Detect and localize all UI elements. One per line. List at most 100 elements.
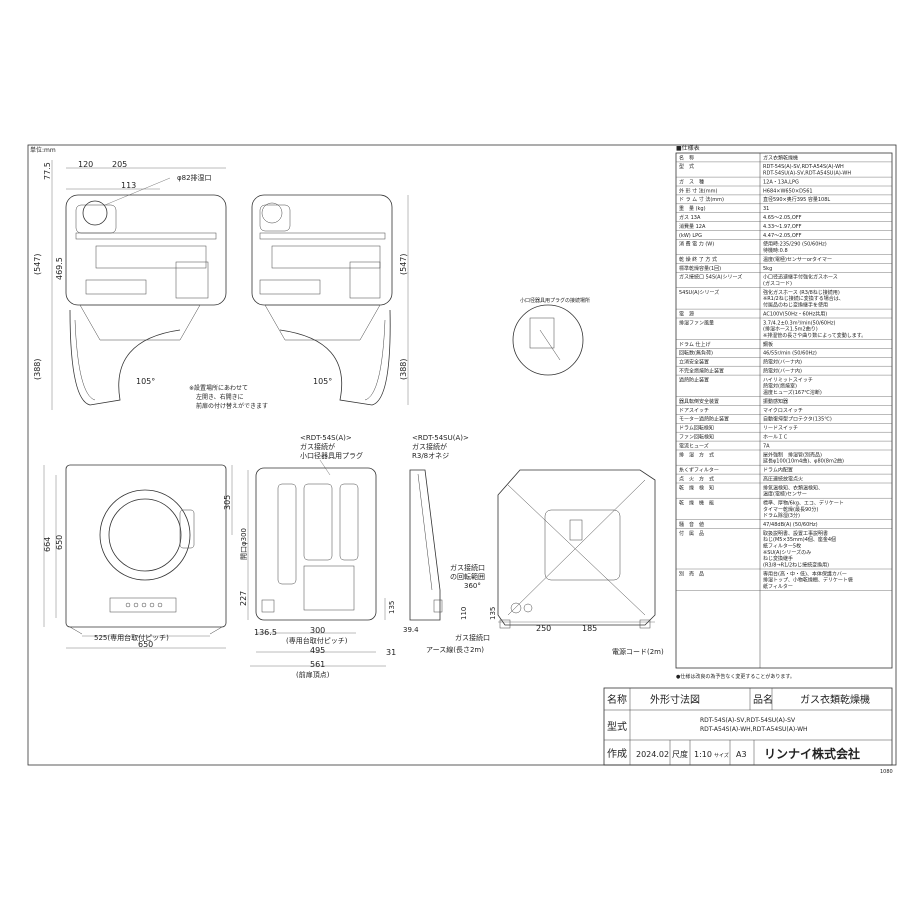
dim-opening: 開口φ300	[240, 528, 248, 560]
drawing-code: 1080	[880, 769, 893, 775]
spec-row-value: 鋼板	[763, 341, 773, 348]
dim-39-4: 39.4	[403, 626, 419, 634]
title-block: 名称 外形寸法図 品名 ガス衣類乾燥機 型式 RDT-54S(A)-SV,RDT…	[603, 687, 893, 775]
spec-row-label: 糸くずフィルター	[679, 467, 719, 474]
control-panel	[109, 597, 177, 613]
spec-row-value: (R3/8→R1/2ねじ接続変換用)	[763, 561, 829, 568]
spec-row-label: (kW) LPG	[679, 233, 702, 239]
dim-135-back: 135	[489, 607, 497, 620]
back-diagonal-1	[507, 484, 646, 616]
spec-row-value: 熱電対(燃焼室)	[763, 383, 797, 390]
dim-525: 525(専用台取付ピッチ)	[94, 633, 169, 642]
dim-469-5: 469.5	[55, 257, 64, 280]
control-button[interactable]	[125, 602, 131, 608]
front-top-base	[79, 304, 201, 341]
label-power-cord: 電源コード(2m)	[612, 647, 664, 656]
title-scale-label: 尺度	[672, 749, 688, 759]
front-top-door-inner	[74, 319, 96, 401]
spec-row-label: ガス接続口 54S(A)シリーズ	[679, 274, 742, 281]
control-button[interactable]	[141, 602, 147, 608]
door-angle-right: 105°	[313, 377, 332, 386]
spec-row-label: 排 湿 方 式	[679, 451, 714, 458]
plug-inset: 小口径器具用プラグの接続場所	[512, 297, 590, 376]
spec-row-label: 電 源	[679, 310, 694, 317]
spec-row-label: 外 形 寸 法(mm)	[679, 187, 717, 194]
side-top-circle	[261, 202, 283, 224]
label-54su-3: R3/8オネジ	[412, 452, 449, 460]
inset-plug	[529, 317, 555, 349]
dim-250: 250	[536, 624, 551, 633]
spec-row-label: 器具転倒安全装置	[679, 398, 719, 405]
back-diagonal-2	[507, 479, 646, 616]
spec-row-value: 振動感知器	[763, 398, 788, 405]
spec-row-value: ガス衣類乾燥機	[763, 154, 798, 161]
dim-pitch-label: (専用台取付ピッチ)	[286, 636, 348, 645]
spec-row-value: 自動復帰型プロテクタ(135℃)	[763, 416, 832, 423]
dim-136-5: 136.5	[254, 628, 277, 637]
exhaust-port-circle	[82, 200, 108, 226]
side-view: <RDT-54S(A)> ガス接続が 小口径器具用プラグ 開口φ300 227 …	[239, 434, 396, 679]
spec-row-label: 電流ヒューズ	[679, 442, 709, 449]
front-top-exhaust-box	[75, 204, 117, 234]
spec-row-value: 3.7/4.2±0.3m³/min(50/60Hz)	[763, 320, 835, 326]
control-button[interactable]	[149, 602, 155, 608]
spec-row-label: 回転数(無負荷)	[679, 350, 713, 357]
title-model-line-1: RDT-54S(A)-SV,RDT-54SU(A)-SV	[700, 717, 796, 724]
spec-row-value: 紙フィルター	[763, 583, 793, 590]
side-slot-3	[339, 483, 359, 561]
front-foot-right	[209, 626, 223, 635]
spec-row-value: 熱電対(バーナ内)	[763, 368, 802, 375]
side-top-door-arc	[279, 309, 391, 406]
spec-row-value: タイマー乾燥(最長90分)	[763, 506, 818, 513]
spec-row-value: 標準、厚物/6kg、エコ、デリケート	[763, 500, 844, 507]
spec-row-label: ドラム 仕上げ	[679, 341, 710, 348]
unit-label: 単位:mm	[30, 146, 56, 154]
spec-row-label: 過熱防止装置	[679, 376, 709, 383]
title-made-label: 作成	[607, 748, 627, 760]
spec-row-label: ドラム回転検知	[679, 425, 714, 432]
inset-leader	[539, 329, 561, 361]
spec-row-value: ねじ(M5×35mm)4個、座金4個	[763, 536, 836, 543]
spec-row-label: 54SU(A)シリーズ	[679, 289, 719, 296]
narrow-side-view: <RDT-54SU(A)> ガス接続が R3/8オネジ 39.4 110 31 …	[386, 434, 485, 657]
dim-664: 664	[43, 537, 52, 552]
spec-row-value: 7A	[763, 443, 770, 449]
dim-135-side: 135	[388, 601, 396, 614]
label-54su-1: <RDT-54SU(A)>	[412, 434, 469, 442]
dim-495: 495	[310, 646, 325, 655]
label-54s-leader	[319, 459, 331, 476]
spec-row-value: ※R1/2ねじ接続に変換する場合は、	[763, 295, 844, 302]
spec-row-label: 標準乾燥容量(1回)	[679, 265, 721, 272]
spec-row-value: 直径590×奥行395 容量108L	[763, 196, 830, 203]
spec-row-value: マイクロスイッチ	[763, 408, 803, 414]
title-model-line-2: RDT-A54S(A)-WH,RDT-A54SU(A)-WH	[700, 726, 808, 733]
spec-row-value: 待機時:0.8	[763, 247, 788, 254]
dim-120: 120	[78, 160, 93, 169]
title-date: 2024.02	[636, 750, 669, 759]
side-top-plate	[259, 279, 321, 295]
side-top-door-inner	[364, 319, 386, 401]
door-angle-left: 105°	[136, 377, 155, 386]
label-gas-inlet: ガス接続口	[455, 633, 490, 642]
label-earth: アース線(長さ2m)	[426, 645, 484, 654]
front-body	[65, 464, 227, 628]
label-54s-2: ガス接続が	[300, 442, 335, 451]
spec-row-value: 使用時:235/290 (50/60Hz)	[763, 241, 827, 248]
spec-row-value: 温度(電極)センサー	[763, 491, 807, 498]
side-panel	[303, 565, 355, 611]
side-body	[255, 467, 377, 621]
dim-650v: 650	[55, 535, 64, 550]
control-button[interactable]	[133, 602, 139, 608]
control-button[interactable]	[157, 602, 163, 608]
back-foot-right	[639, 619, 651, 629]
spec-row-value: 強化ガスホース (R3/8ねじ接続用)	[763, 289, 840, 296]
label-54s-1: <RDT-54S(A)>	[300, 434, 352, 442]
label-54su-2: ガス接続が	[412, 442, 447, 451]
side-top-panel	[271, 245, 381, 269]
dim-561: 561	[310, 660, 325, 669]
spec-row-value: 延長φ100(10m4曲)、φ80(8m2曲)	[763, 458, 844, 465]
dim-388: (388)	[33, 358, 42, 380]
dim-305: 305	[223, 495, 232, 510]
spec-row-label: 消 費 電 力 (W)	[679, 241, 714, 248]
spec-row-label: 型 式	[679, 163, 694, 170]
